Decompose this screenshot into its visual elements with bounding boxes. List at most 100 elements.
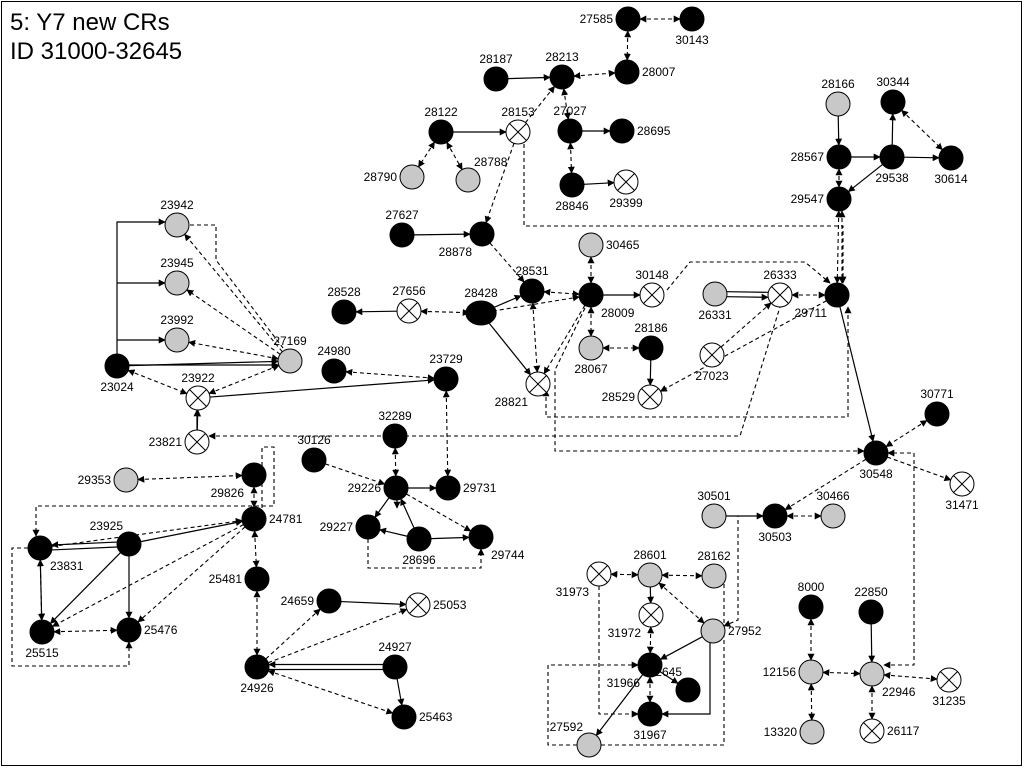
- node-23821[interactable]: 23821: [149, 429, 210, 455]
- node-24980[interactable]: 24980: [317, 344, 351, 384]
- node-27027[interactable]: 27027: [553, 104, 587, 144]
- node-30344[interactable]: 30344: [876, 75, 910, 115]
- node-25481-circle: [244, 566, 270, 592]
- node-24781[interactable]: 24781: [241, 506, 303, 532]
- node-24659[interactable]: 24659: [281, 588, 342, 614]
- node-8000[interactable]: 8000: [798, 580, 825, 620]
- edge-31972-31966: [646, 626, 655, 654]
- node-label-26331: 26331: [698, 308, 732, 322]
- node-28567[interactable]: 28567: [791, 144, 852, 170]
- edge-24781-25476: [137, 526, 246, 623]
- node-30126[interactable]: 30126: [297, 433, 331, 473]
- node-30614[interactable]: 30614: [934, 145, 968, 186]
- node-29547[interactable]: 29547: [791, 186, 852, 212]
- node-23024[interactable]: 23024: [100, 353, 134, 394]
- node-26333[interactable]: 26333: [763, 268, 797, 308]
- node-29744[interactable]: 29744: [468, 524, 525, 562]
- node-28788[interactable]: 28788: [455, 155, 508, 193]
- node-28878[interactable]: 28878: [439, 221, 495, 259]
- node-22946[interactable]: 22946: [859, 661, 916, 699]
- node-29399[interactable]: 29399: [609, 169, 643, 210]
- node-23729[interactable]: 23729: [429, 352, 463, 392]
- node-label-27952: 27952: [728, 624, 762, 638]
- node-28528[interactable]: 28528: [327, 285, 361, 325]
- node-31235[interactable]: 31235: [932, 667, 966, 708]
- node-29826[interactable]: 29826: [211, 462, 267, 500]
- node-27952[interactable]: 27952: [700, 618, 762, 644]
- node-28601[interactable]: 28601: [633, 548, 667, 588]
- node-31973[interactable]: 31973: [556, 561, 612, 599]
- edge-24926-25053: [268, 608, 408, 664]
- node-32289[interactable]: 32289: [378, 409, 412, 449]
- node-29731[interactable]: 29731: [435, 475, 497, 501]
- node-29227[interactable]: 29227: [320, 514, 381, 540]
- node-27169[interactable]: 27169: [273, 334, 307, 374]
- node-28187[interactable]: 28187: [479, 52, 513, 92]
- node-23925[interactable]: 23925: [90, 519, 142, 557]
- node-label-31973: 31973: [556, 585, 590, 599]
- node-32645[interactable]: 32645: [649, 665, 701, 703]
- node-26117[interactable]: 26117: [859, 718, 920, 744]
- node-12156[interactable]: 12156: [763, 659, 824, 685]
- edge-27169-23992: [188, 339, 279, 362]
- node-13320[interactable]: 13320: [764, 719, 825, 745]
- node-28821[interactable]: 28821: [495, 371, 551, 409]
- node-28696[interactable]: 28696: [402, 526, 436, 567]
- node-30503[interactable]: 30503: [758, 503, 792, 544]
- node-23992[interactable]: 23992: [160, 313, 194, 353]
- node-31471[interactable]: 31471: [945, 471, 979, 512]
- node-label-29538: 29538: [875, 171, 909, 185]
- node-28007[interactable]: 28007: [614, 59, 676, 85]
- node-28009[interactable]: 28009: [578, 282, 635, 320]
- node-27023[interactable]: 27023: [695, 342, 729, 383]
- node-23945[interactable]: 23945: [160, 256, 194, 296]
- node-label-28846: 28846: [555, 199, 589, 213]
- node-28428[interactable]: 28428: [464, 286, 498, 326]
- node-30501[interactable]: 30501: [697, 489, 731, 529]
- node-25476[interactable]: 25476: [116, 617, 178, 643]
- node-30548[interactable]: 30548: [859, 440, 893, 481]
- node-29711[interactable]: 29711: [795, 282, 850, 320]
- node-23831[interactable]: 23831: [27, 535, 84, 573]
- node-25481[interactable]: 25481: [209, 566, 270, 592]
- node-25053[interactable]: 25053: [405, 592, 467, 618]
- node-27592[interactable]: 27592: [550, 720, 602, 758]
- node-22850[interactable]: 22850: [854, 585, 888, 625]
- node-24927[interactable]: 24927: [378, 640, 412, 680]
- node-28846[interactable]: 28846: [555, 172, 589, 213]
- node-30465[interactable]: 30465: [578, 232, 640, 258]
- node-28695[interactable]: 28695: [609, 118, 671, 144]
- node-24926[interactable]: 24926: [240, 654, 274, 695]
- node-28067[interactable]: 28067: [574, 335, 608, 376]
- node-27656[interactable]: 27656: [392, 284, 426, 324]
- node-29538[interactable]: 29538: [875, 144, 909, 185]
- node-28790[interactable]: 28790: [364, 164, 425, 190]
- node-label-28213: 28213: [545, 50, 579, 64]
- node-30143[interactable]: 30143: [675, 6, 709, 47]
- node-31966[interactable]: 31966: [607, 652, 663, 690]
- node-27585[interactable]: 27585: [580, 6, 641, 32]
- node-28122[interactable]: 28122: [424, 105, 458, 145]
- node-25515[interactable]: 25515: [25, 619, 59, 660]
- node-29353[interactable]: 29353: [78, 467, 139, 493]
- node-28531[interactable]: 28531: [515, 264, 549, 304]
- node-26331[interactable]: 26331: [698, 281, 732, 322]
- node-29226[interactable]: 29226: [348, 475, 409, 501]
- node-23922[interactable]: 23922: [181, 371, 215, 411]
- node-28166[interactable]: 28166: [821, 77, 855, 117]
- node-30466[interactable]: 30466: [816, 489, 850, 529]
- node-31967[interactable]: 31967: [633, 701, 667, 742]
- node-27627[interactable]: 27627: [385, 208, 419, 248]
- node-31972[interactable]: 31972: [608, 602, 664, 640]
- node-28162[interactable]: 28162: [697, 549, 731, 589]
- node-23942[interactable]: 23942: [160, 198, 194, 238]
- node-25463[interactable]: 25463: [391, 704, 453, 730]
- node-30148[interactable]: 30148: [635, 268, 669, 308]
- node-30771[interactable]: 30771: [920, 387, 954, 427]
- node-28529[interactable]: 28529: [602, 384, 663, 410]
- node-28153[interactable]: 28153: [501, 105, 535, 145]
- node-28213[interactable]: 28213: [545, 50, 579, 90]
- node-label-28788: 28788: [474, 155, 508, 169]
- edge-28213-28007: [573, 69, 616, 80]
- node-28186[interactable]: 28186: [634, 321, 668, 361]
